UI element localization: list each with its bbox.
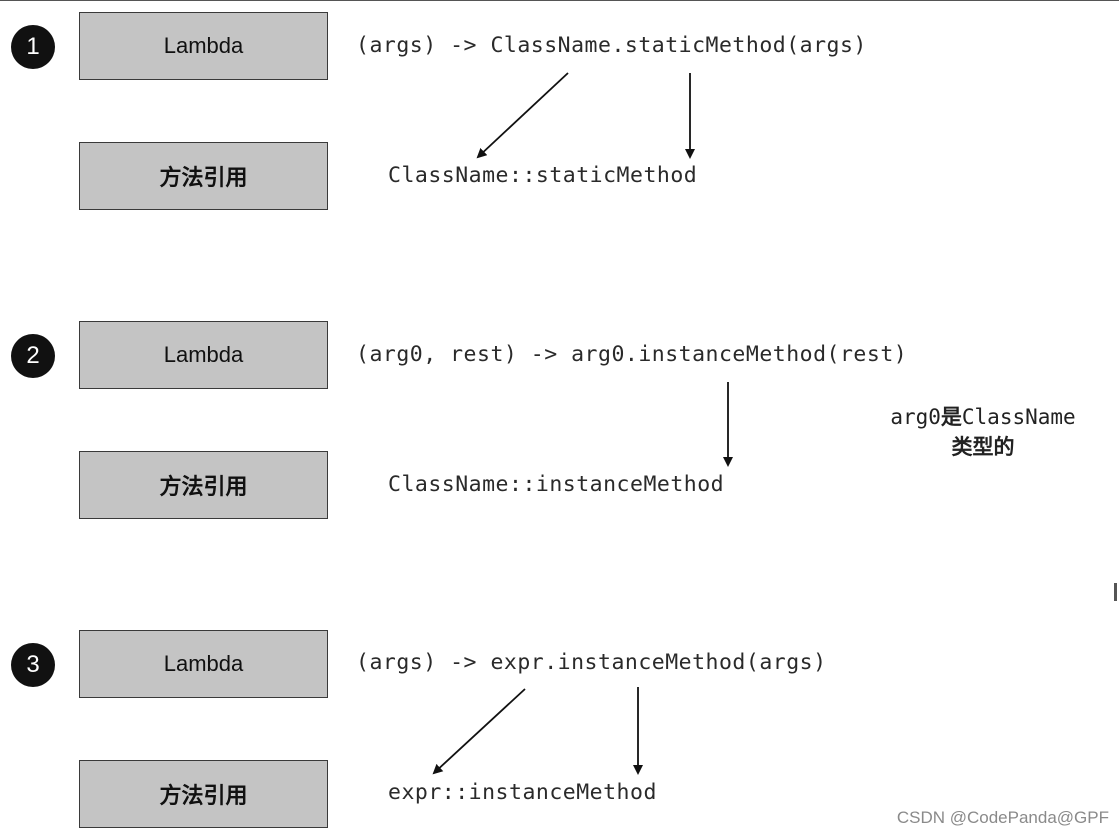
step-number-2: 2: [11, 334, 55, 378]
lambda-code-2: (arg0, rest) -> arg0.instanceMethod(rest…: [356, 342, 908, 367]
method-ref-code-2: ClassName::instanceMethod: [388, 472, 725, 497]
lambda-box-1: Lambda: [79, 12, 328, 80]
note-code-classname: ClassName: [961, 405, 1076, 429]
note-line-2: 类型的: [951, 435, 1015, 459]
step-number-3: 3: [11, 643, 55, 687]
lambda-box-label: Lambda: [163, 342, 244, 367]
method-ref-box-2: 方法引用: [79, 451, 328, 519]
watermark: CSDN @CodePanda@GPF: [896, 808, 1109, 827]
method-ref-code-1: ClassName::staticMethod: [388, 163, 698, 188]
step-number-1: 1: [11, 25, 55, 69]
method-ref-box-label: 方法引用: [159, 475, 248, 500]
lambda-code-3: (args) -> expr.instanceMethod(args): [356, 650, 827, 675]
arrow-3-diagonal: [432, 688, 526, 775]
lambda-box-3: Lambda: [79, 630, 328, 698]
method-ref-box-3: 方法引用: [79, 760, 328, 828]
method-ref-box-label: 方法引用: [159, 784, 248, 809]
lambda-code-1: (args) -> ClassName.staticMethod(args): [356, 33, 867, 58]
method-ref-code-3: expr::instanceMethod: [388, 780, 657, 805]
lambda-box-label: Lambda: [163, 33, 244, 58]
lambda-box-label: Lambda: [163, 651, 244, 676]
method-ref-box-label: 方法引用: [159, 166, 248, 191]
arg0-type-note: arg0是ClassName 类型的: [866, 402, 1100, 462]
method-ref-box-1: 方法引用: [79, 142, 328, 210]
note-code-arg0: arg0: [890, 405, 941, 429]
top-border-line: [0, 0, 1119, 1]
lambda-box-2: Lambda: [79, 321, 328, 389]
arrow-1-diagonal: [476, 72, 569, 159]
note-line-1: arg0是ClassName: [866, 402, 1100, 432]
note-cjk-is: 是: [940, 405, 962, 429]
edge-mark: [1114, 583, 1117, 601]
